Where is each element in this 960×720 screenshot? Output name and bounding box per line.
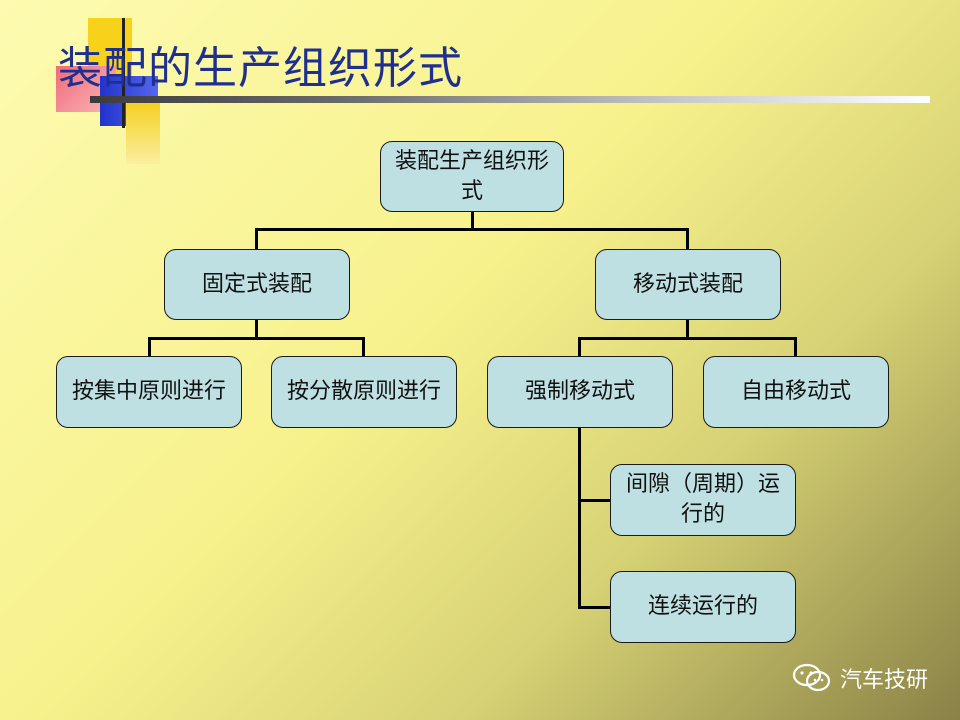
wechat-icon xyxy=(792,663,831,692)
node-mobile-assembly: 移动式装配 xyxy=(595,249,781,320)
node-intermittent: 间隙（周期）运行的 xyxy=(610,464,796,536)
connector xyxy=(578,427,581,609)
connector xyxy=(148,337,151,357)
title-underline xyxy=(90,96,930,103)
connector xyxy=(255,319,258,339)
connector xyxy=(578,337,581,357)
connector xyxy=(255,228,689,231)
connector xyxy=(686,228,689,250)
node-free-mobile: 自由移动式 xyxy=(703,356,889,428)
watermark-text: 汽车技研 xyxy=(839,668,928,693)
connector xyxy=(578,337,797,340)
watermark: 汽车技研 xyxy=(792,662,928,694)
node-dispersed: 按分散原则进行 xyxy=(271,356,457,428)
node-concentrated: 按集中原则进行 xyxy=(56,356,242,428)
decor-yellow-bar xyxy=(126,102,160,164)
connector xyxy=(578,499,612,502)
slide-title: 装配的生产组织形式 xyxy=(58,43,463,94)
connector xyxy=(362,337,365,357)
connector xyxy=(686,319,689,339)
node-fixed-assembly: 固定式装配 xyxy=(164,249,350,320)
connector xyxy=(794,337,797,357)
node-root: 装配生产组织形式 xyxy=(380,141,564,212)
connector xyxy=(148,337,365,340)
connector xyxy=(578,606,612,609)
connector xyxy=(255,228,258,250)
connector xyxy=(471,211,474,230)
node-forced-mobile: 强制移动式 xyxy=(487,356,673,428)
decor-vertical-line xyxy=(122,18,125,128)
node-continuous: 连续运行的 xyxy=(610,571,796,643)
